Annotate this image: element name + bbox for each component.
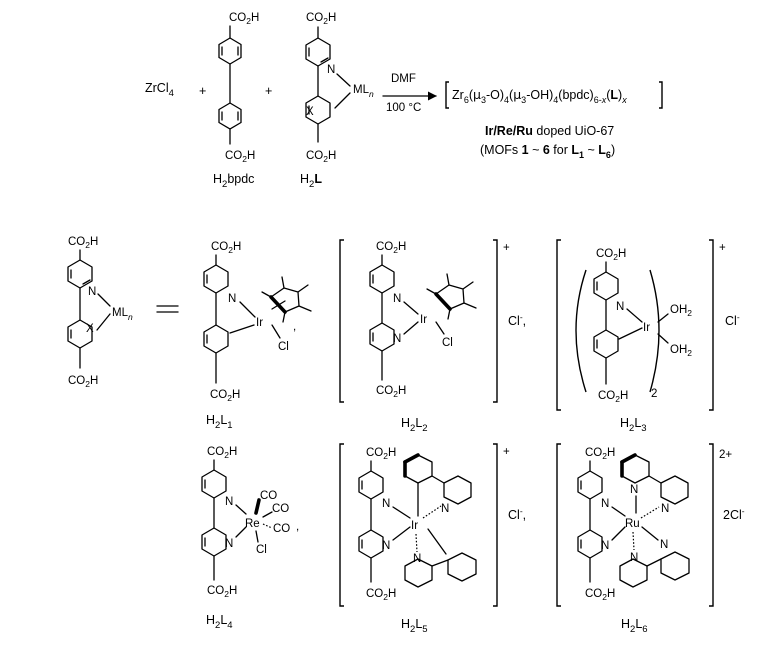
complex-l4: CO2H N N Re CO CO CO Cl , CO2H H2L4 [201,446,299,631]
l5-n-atom-3: N [441,503,449,515]
complex-l3: + 2 CO2H N Ir OH2 OH2 CO2H Cl- H2L3 [556,239,740,434]
l2-n-atom-1: N [393,293,401,305]
l3-label: H2L3 [620,416,647,434]
l1-top-co2h: CO2H [211,241,241,255]
product-text: Zr6(μ3-O)4(μ3-OH)4(bpdc)6-x(L)x [452,87,627,105]
l3-bottom-co2h: CO2H [598,390,628,404]
l1-cl: Cl [278,341,289,353]
h2bpdc-structure: CO2H CO2H H2bpdc [213,12,259,190]
l4-co-2: CO [272,503,289,515]
h2l-bottom-co2h: CO2H [306,150,336,164]
l5-bottom-co2h: CO2H [366,588,396,602]
l4-co-1: CO [260,490,277,502]
l5-charge: + [503,446,510,458]
l4-bottom-co2h: CO2H [207,585,237,599]
l3-metal: Ir [643,322,650,334]
l4-top-co2h: CO2H [207,446,237,460]
l1-comma: , [293,321,296,333]
complex-l1: CO2H N Ir Cl , CO2H H2L1 [203,241,312,431]
l3-n-atom: N [616,301,624,313]
l2-metal: Ir [420,314,427,326]
h2l-top-co2h: CO2H [306,12,336,26]
l3-oh2-2: OH2 [670,344,692,358]
l6-n-atom-1: N [601,498,609,510]
l1-label: H2L1 [206,413,233,431]
equals-sign [156,305,179,313]
l4-co-3: CO [273,523,290,535]
gen-mln: MLn [112,307,133,322]
l4-metal: Re [245,518,260,530]
l5-counterion: Cl-, [508,506,526,522]
l2-label: H2L2 [401,416,428,434]
bpdc-bottom-co2h: CO2H [225,150,255,164]
zrcl4-label: ZrCl4 [145,81,174,99]
l1-metal: Ir [256,317,263,329]
l6-n-atom-3: N [630,484,638,496]
h2bpdc-label: H2bpdc [213,172,254,190]
reaction-arrow: DMF 100 °C [382,73,437,114]
l2-charge: + [503,242,510,254]
plus-sign-1: + [199,84,206,98]
l6-charge: 2+ [719,449,732,461]
l3-top-co2h: CO2H [596,248,626,262]
arrow-solvent: DMF [391,73,416,85]
arrow-temperature: 100 °C [386,102,421,114]
l1-n-atom: N [228,293,236,305]
l4-n-atom-2: N [225,538,233,550]
product-formula: Zr6(μ3-O)4(μ3-OH)4(bpdc)6-x(L)x Ir/Re/Ru… [445,81,663,160]
gen-x-atom: X [86,323,94,335]
l2-top-co2h: CO2H [376,241,406,255]
l2-counterion: Cl-, [508,312,526,328]
l4-label: H2L4 [206,613,233,631]
generic-ligand-structure: CO2H N X MLn CO2H [67,236,133,389]
gen-top-co2h: CO2H [68,236,98,250]
h2l-label: H2L [300,172,322,190]
l6-n-atom-4: N [661,503,669,515]
l3-multiplier: 2 [651,388,657,400]
l2-n-atom-2: N [393,333,401,345]
gen-bottom-co2h: CO2H [68,375,98,389]
product-caption: Ir/Re/Ru doped UiO-67 [485,124,614,138]
l4-n-atom-1: N [225,496,233,508]
l3-counterion: Cl- [725,312,740,328]
l5-label: H2L5 [401,617,428,635]
l5-metal: Ir [411,520,418,532]
l3-charge: + [719,242,726,254]
product-caption-2: (MOFs 1 ~ 6 for L1 ~ L6) [480,143,615,160]
plus-sign-2: + [265,84,272,98]
l6-label: H2L6 [621,617,648,635]
h2l-n-atom: N [327,64,335,76]
complex-l5: + CO2H N N Ir N N CO2H Cl-, H2L5 [339,443,526,635]
l6-n-atom-6: N [660,539,668,551]
l6-bottom-co2h: CO2H [585,588,615,602]
l1-bottom-co2h: CO2H [210,389,240,403]
bpdc-top-co2h: CO2H [229,12,259,26]
complex-l6: 2+ CO2H N N Ru N N N N CO2H 2Cl- H2L6 [556,443,745,635]
h2l-generic-structure: CO2H N X MLn CO2H H2L [300,12,374,190]
l4-comma: , [296,521,299,533]
l6-metal: Ru [625,518,640,530]
l2-bottom-co2h: CO2H [376,385,406,399]
l5-top-co2h: CO2H [366,447,396,461]
l4-cl: Cl [256,544,267,556]
l6-top-co2h: CO2H [585,447,615,461]
l5-n-atom-2: N [382,540,390,552]
l3-oh2-1: OH2 [670,304,692,318]
reactant-zrcl4: ZrCl4 [145,81,174,99]
l5-n-atom-1: N [382,498,390,510]
h2l-x-atom: X [306,106,314,118]
complex-l2: + CO2H N N Ir Cl CO2H Cl-, H2L2 [339,239,526,434]
l6-n-atom-2: N [601,540,609,552]
l6-n-atom-5: N [630,552,638,564]
h2l-mln: MLn [353,84,374,99]
l2-cl: Cl [442,337,453,349]
gen-n-atom: N [88,286,96,298]
l6-counterion: 2Cl- [723,506,745,522]
